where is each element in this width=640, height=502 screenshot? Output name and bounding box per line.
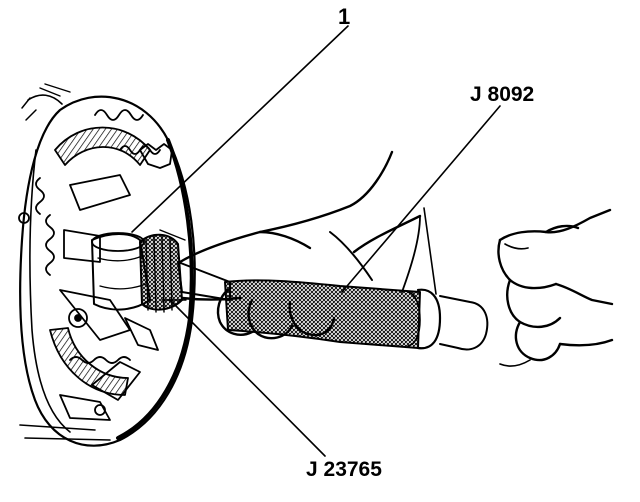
leader-line-1: [131, 25, 349, 233]
leader-line-j23765: [169, 299, 326, 457]
leader-line-j8092-branch: [423, 207, 437, 295]
callout-tool-j23765: J 23765: [306, 458, 382, 481]
callout-item-1: 1: [338, 4, 351, 29]
brake-assembly: [18, 109, 187, 421]
left-hand: [178, 150, 422, 340]
leader-lines: [131, 25, 501, 457]
right-hand: [497, 208, 614, 367]
leader-line-j8092: [341, 105, 501, 293]
slide-hammer-handle: [177, 261, 489, 351]
seal-installer-tool: [139, 233, 183, 313]
callout-tool-j8092: J 8092: [470, 83, 535, 106]
